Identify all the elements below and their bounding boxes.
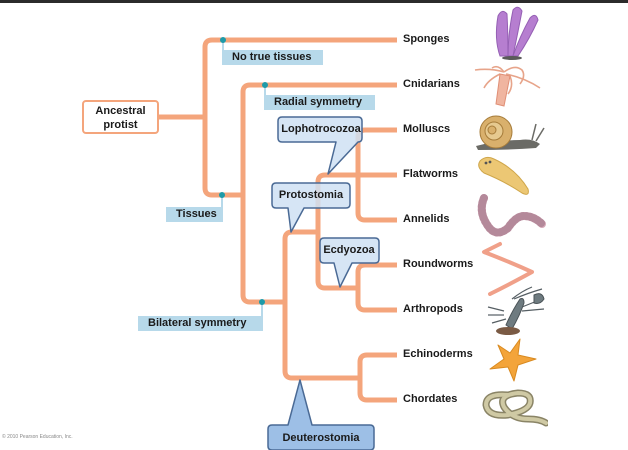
clade-ecdysozoa: Ecdyozoa [323,244,375,256]
starfish-icon [489,338,537,382]
branch-bilateria [282,229,360,381]
taxon-arthropods: Arthropods [403,303,463,315]
taxon-sponges: Sponges [403,33,450,45]
node-dot-radial-symmetry [262,82,268,88]
sponge-icon [495,6,539,60]
callout-ecdysozoa [319,237,380,288]
window-top-border [0,0,628,3]
trait-bilateral-symmetry: Bilateral symmetry [138,316,263,331]
taxon-flatworms: Flatworms [403,168,459,180]
clade-lophotrochozoa: Lophotrocozoa [281,123,361,135]
branch-ecdysozoa [355,262,397,313]
callout-lophotrochozoa [277,116,363,175]
trait-tissues: Tissues [166,207,223,222]
taxon-roundworms: Roundworms [403,258,474,270]
branch-deuterostomia [357,352,397,403]
node-dot-bilateral-symmetry [259,299,265,305]
callout-protostomia [271,182,351,233]
callout-deuterostomia [267,379,375,450]
taxon-molluscs: Molluscs [403,123,451,135]
roundworm-icon [482,242,534,296]
taxon-cnidarians: Cnidarians [403,78,460,90]
branch-protostome-node [315,172,397,291]
trait-no-true-tissues: No true tissues [222,50,323,65]
branch-cnidarians [240,82,397,305]
clade-protostomia: Protostomia [278,189,344,201]
earthworm-icon [477,194,546,237]
taxon-echinoderms: Echinoderms [403,348,473,360]
snail-icon [476,115,545,150]
ancestor-label-line2: protist [103,119,138,131]
taxon-chordates: Chordates [403,393,458,405]
flatworm-icon [478,156,529,195]
copyright-credit: © 2010 Pearson Education, Inc. [2,434,73,440]
taxon-annelids: Annelids [403,213,450,225]
trait-radial-symmetry: Radial symmetry [264,95,375,110]
clade-deuterostomia: Deuterostomia [282,432,360,444]
node-dot-no-true-tissues [220,37,226,43]
ancestral-protist-box: Ancestral protist [82,100,159,134]
hydra-icon [474,65,541,107]
ancestor-label-line1: Ancestral [95,105,146,117]
branch-sponges [202,37,397,198]
snake-icon [482,389,548,427]
node-dot-tissues [219,192,225,198]
crayfish-icon [487,286,545,335]
